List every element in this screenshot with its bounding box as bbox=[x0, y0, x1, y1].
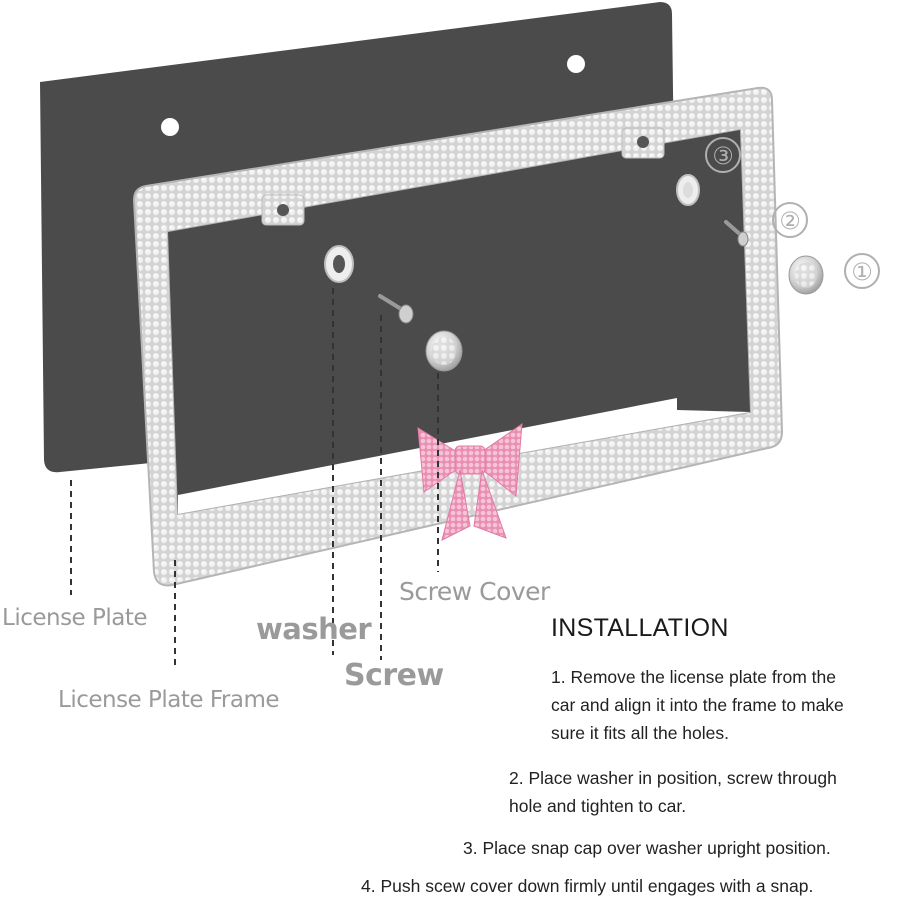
screw-part-right bbox=[724, 220, 749, 247]
svg-text:③: ③ bbox=[712, 142, 734, 170]
label-screw: Screw bbox=[344, 658, 444, 693]
installation-step-4: 4. Push scew cover down firmly until eng… bbox=[361, 876, 814, 896]
label-screw-cover: Screw Cover bbox=[399, 577, 550, 606]
washer-part bbox=[324, 245, 354, 283]
label-license-plate: License Plate bbox=[2, 605, 148, 631]
screw-cover-part bbox=[425, 330, 463, 372]
installation-step-2: 2. Place washer in position, screw throu… bbox=[509, 768, 837, 816]
label-washer: washer bbox=[256, 612, 372, 646]
plate-hole bbox=[161, 118, 179, 136]
washer-part-right bbox=[676, 174, 700, 206]
pink-bow bbox=[417, 422, 523, 541]
order-marker-1: ① bbox=[844, 253, 880, 289]
order-marker-2: ② bbox=[772, 202, 808, 238]
installation-step-3: 3. Place snap cap over washer upright po… bbox=[463, 838, 831, 858]
installation-title: INSTALLATION bbox=[551, 614, 729, 642]
installation-step-1: 1. Remove the license plate from the car… bbox=[551, 667, 844, 743]
order-marker-3: ③ bbox=[705, 137, 741, 173]
plate-hole bbox=[567, 55, 585, 73]
svg-text:②: ② bbox=[779, 207, 801, 235]
screw-part bbox=[378, 294, 414, 324]
svg-text:①: ① bbox=[851, 258, 873, 286]
screw-cover-part-right bbox=[788, 255, 824, 295]
label-license-plate-frame: License Plate Frame bbox=[58, 687, 280, 713]
